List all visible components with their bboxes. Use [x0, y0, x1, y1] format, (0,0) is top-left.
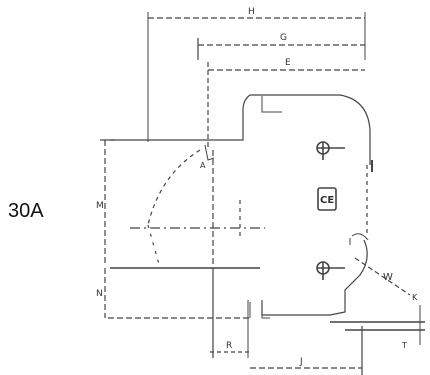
dim-label-h: H: [248, 7, 255, 17]
dim-line-w: [354, 257, 411, 296]
dim-label-e: E: [285, 58, 291, 68]
housing-outline: [110, 94, 371, 165]
radius-arc: [147, 149, 201, 226]
terminal-screw-bottom-icon: [316, 261, 345, 280]
dim-label-j: J: [299, 357, 303, 367]
dim-label-t: T: [401, 341, 407, 350]
ce-mark-box: [317, 187, 337, 211]
dim-label-w: W: [383, 272, 393, 283]
terminal-screw-top-icon: [316, 141, 345, 160]
dim-label-r: R: [226, 341, 232, 351]
dim-label-a: A: [200, 161, 206, 170]
dim-label-g: G: [280, 33, 287, 43]
dim-label-n: N: [96, 289, 103, 299]
part-label: 30A: [8, 200, 44, 222]
dim-label-k: K: [412, 293, 418, 302]
dim-label-m: M: [96, 201, 104, 211]
ce-mark-label: CE: [320, 195, 334, 206]
